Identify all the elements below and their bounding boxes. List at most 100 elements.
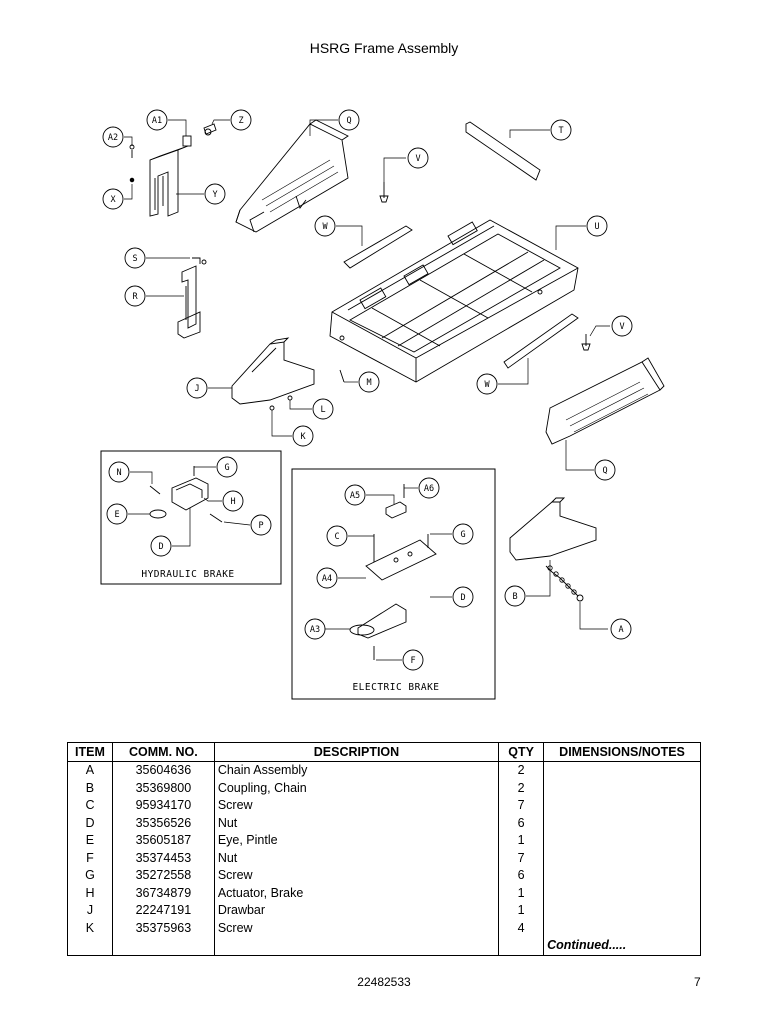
callout-label: A6: [424, 484, 434, 494]
cell-notes: [543, 849, 701, 867]
table-row: K 35375963 Screw 4: [67, 919, 701, 937]
table-row: C 95934170 Screw 7: [67, 797, 701, 815]
callout-label: L: [320, 405, 325, 415]
cell-comm-no: 35604636: [111, 761, 215, 780]
cell-item: K: [67, 919, 113, 937]
cell-description: Nut: [213, 814, 500, 832]
plate-part: [465, 121, 541, 181]
callout-label: W: [484, 380, 490, 390]
callout-label: N: [116, 468, 121, 478]
cell-notes: [543, 832, 701, 850]
cell-comm-no: 95934170: [111, 797, 215, 815]
callout-label: A5: [350, 491, 360, 501]
table-row: H 36734879 Actuator, Brake 1: [67, 884, 701, 902]
cell-notes: [543, 797, 701, 815]
table-row: E 35605187 Eye, Pintle 1: [67, 832, 701, 850]
cell-description: Nut: [213, 849, 500, 867]
table-header-row: ITEM COMM. NO. DESCRIPTION QTY DIMENSION…: [67, 742, 701, 762]
callout-label: A3: [310, 625, 320, 635]
table-row: G 35272558 Screw 6: [67, 867, 701, 885]
drawbar-part: [231, 337, 345, 411]
column-header-qty: QTY: [498, 742, 545, 762]
callout-label: A4: [322, 574, 332, 584]
electric-brake-caption: ELECTRIC BRAKE: [352, 682, 439, 693]
electric-brake-parts: [349, 484, 437, 660]
column-header-item: ITEM: [67, 742, 113, 762]
cell-qty: 1: [498, 832, 545, 850]
callout-label: A2: [108, 133, 118, 143]
cell-description: Coupling, Chain: [213, 779, 500, 797]
callout-label: D: [460, 593, 465, 603]
cell-qty: 2: [498, 779, 545, 797]
callout-label: K: [300, 432, 306, 442]
parts-table: ITEM COMM. NO. DESCRIPTION QTY DIMENSION…: [67, 742, 701, 956]
callout-label: M: [366, 378, 371, 388]
chain-coupling-part: [509, 497, 597, 602]
callout-label: C: [334, 532, 339, 542]
cell-description: Screw: [213, 919, 500, 937]
cell-description: Screw: [213, 797, 500, 815]
leader-lines: [124, 119, 610, 661]
hydraulic-brake-parts: [149, 466, 223, 523]
cell-item: D: [67, 814, 113, 832]
callout-label: J: [194, 384, 199, 394]
hydraulic-brake-inset: [100, 450, 282, 585]
cell-notes: [543, 761, 701, 780]
bar-part: [343, 225, 413, 269]
bolt-part: [379, 182, 389, 203]
table-row: J 22247191 Drawbar 1: [67, 902, 701, 920]
callout-label: S: [132, 254, 137, 264]
callout-label: A: [618, 625, 623, 635]
table-row-continued: Continued.....: [67, 937, 701, 956]
column-header-comm-no: COMM. NO.: [111, 742, 215, 762]
callout-label: G: [224, 463, 229, 473]
frame-assembly-diagram: A1 Z A2 Q T X Y V W U S R V W J M L K Q …: [100, 109, 665, 700]
cell-item: F: [67, 849, 113, 867]
column-header-notes: DIMENSIONS/NOTES: [543, 742, 701, 762]
electric-brake-inset: [291, 468, 496, 700]
table-row: D 35356526 Nut 6: [67, 814, 701, 832]
cell-qty: 1: [498, 884, 545, 902]
callout-label: A1: [152, 116, 162, 126]
cell-notes: [543, 884, 701, 902]
callout-label: Q: [346, 116, 351, 126]
cell-qty: 7: [498, 849, 545, 867]
table-row: B 35369800 Coupling, Chain 2: [67, 779, 701, 797]
cell-item: G: [67, 867, 113, 885]
bar-part-right: [503, 313, 579, 369]
cell-description: Eye, Pintle: [213, 832, 500, 850]
hydraulic-brake-caption: HYDRAULIC BRAKE: [141, 569, 234, 580]
callout-label: R: [132, 292, 138, 302]
cell-comm-no: 35369800: [111, 779, 215, 797]
column-header-description: DESCRIPTION: [213, 742, 500, 762]
jack-stand-part: [177, 257, 207, 339]
callout-label: X: [110, 195, 116, 205]
cell-description: Actuator, Brake: [213, 884, 500, 902]
cell-qty: 4: [498, 919, 545, 937]
cell-item: B: [67, 779, 113, 797]
callout-label: D: [158, 542, 163, 552]
callout-label: V: [415, 154, 420, 164]
main-frame-part: [329, 219, 579, 383]
cell-qty: 1: [498, 902, 545, 920]
cell-notes: [543, 779, 701, 797]
cell-notes: [543, 902, 701, 920]
cell-description: Drawbar: [213, 902, 500, 920]
cell-comm-no: 35605187: [111, 832, 215, 850]
cell-notes: [543, 814, 701, 832]
document-number: 22482533: [357, 975, 411, 989]
cell-item: E: [67, 832, 113, 850]
cell-comm-no: 22247191: [111, 902, 215, 920]
cell-comm-no: 35375963: [111, 919, 215, 937]
cell-comm-no: 35374453: [111, 849, 215, 867]
callout-label: V: [619, 322, 624, 332]
cell-item: C: [67, 797, 113, 815]
callout-label: U: [594, 222, 599, 232]
jack-mount-part: [129, 123, 217, 217]
page-number: 7: [694, 975, 701, 989]
callout-label: Q: [602, 466, 607, 476]
step-panel-left: [235, 119, 349, 233]
callout-label: Y: [212, 190, 217, 200]
continued-note: Continued.....: [543, 937, 701, 956]
cell-notes: [543, 867, 701, 885]
